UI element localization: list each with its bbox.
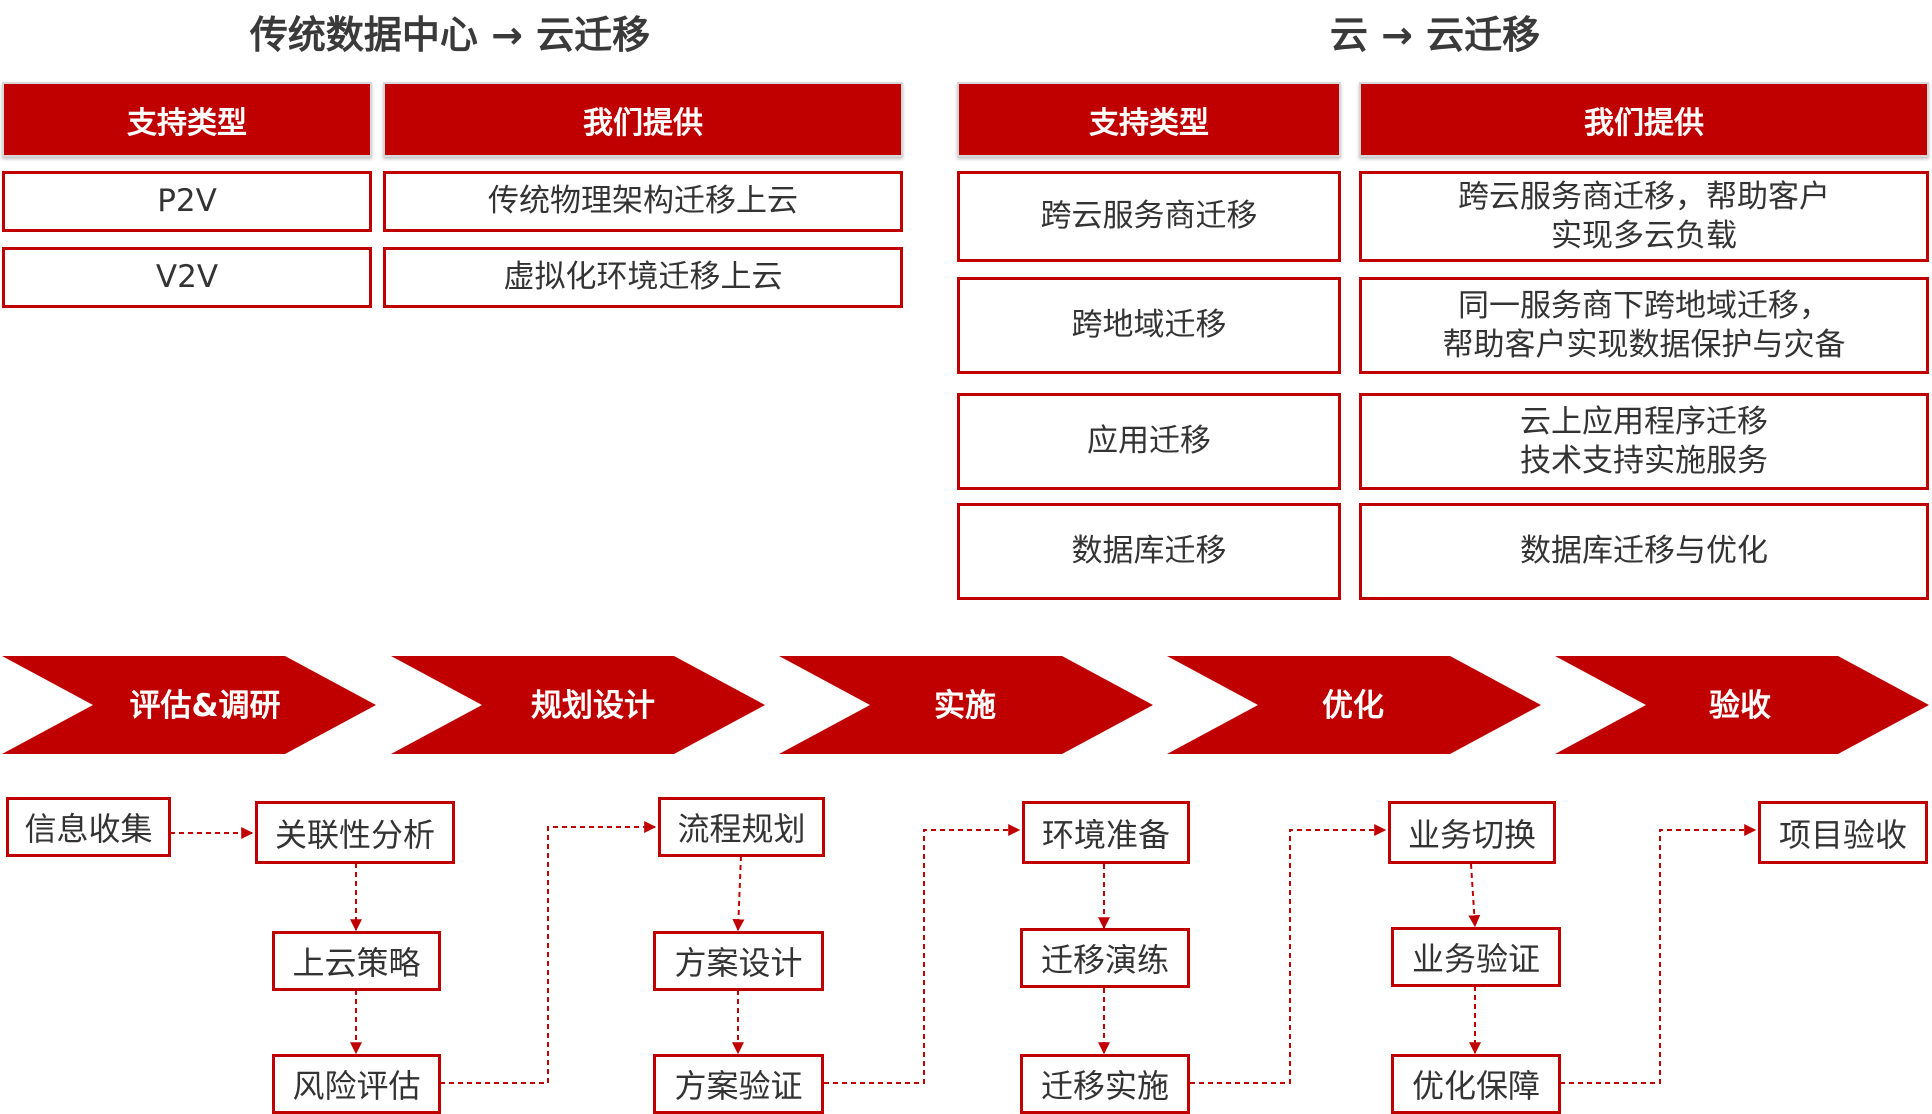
step-biz-switch: 业务切换 <box>1388 801 1556 864</box>
right-provide-line: 同一服务商下跨地域迁移， <box>1458 287 1830 324</box>
stage-implement: 实施 <box>779 656 1153 754</box>
step-risk-assess: 风险评估 <box>272 1054 441 1114</box>
right-type-cross-region: 跨地域迁移 <box>957 277 1341 374</box>
stage-plan: 规划设计 <box>391 656 765 754</box>
left-type-p2v: P2V <box>2 171 372 232</box>
right-type-label: 数据库迁移 <box>1071 533 1227 570</box>
right-provide-line: 云上应用程序迁移 <box>1520 403 1768 440</box>
stage-accept: 验收 <box>1555 656 1929 754</box>
left-section-title: 传统数据中心 → 云迁移 <box>249 13 651 57</box>
right-provide-cross-region: 同一服务商下跨地域迁移， 帮助客户实现数据保护与灾备 <box>1359 277 1929 374</box>
left-provide-v2v: 虚拟化环境迁移上云 <box>383 247 903 308</box>
connector-arrow <box>440 821 657 1084</box>
right-provide-app: 云上应用程序迁移 技术支持实施服务 <box>1359 393 1929 490</box>
stage-label: 实施 <box>934 688 996 724</box>
left-provide-label: 虚拟化环境迁移上云 <box>503 259 783 296</box>
right-provide-line: 帮助客户实现数据保护与灾备 <box>1442 326 1846 363</box>
right-provide-line: 跨云服务商迁移，帮助客户 <box>1458 178 1830 215</box>
right-type-label: 跨云服务商迁移 <box>1040 198 1258 235</box>
right-type-db: 数据库迁移 <box>957 503 1341 600</box>
step-migration-exec: 迁移实施 <box>1020 1054 1190 1114</box>
step-solution-design: 方案设计 <box>653 931 824 991</box>
right-provide-line: 数据库迁移与优化 <box>1520 533 1768 570</box>
left-type-label: V2V <box>155 259 219 296</box>
left-type-label: P2V <box>157 183 217 220</box>
stage-label: 规划设计 <box>531 688 655 724</box>
connector-arrow <box>824 824 1021 1084</box>
right-type-label: 应用迁移 <box>1087 423 1211 460</box>
step-optimize-guarantee: 优化保障 <box>1391 1054 1561 1114</box>
step-project-accept: 项目验收 <box>1758 801 1928 864</box>
stage-label: 优化 <box>1322 688 1384 724</box>
right-provide-line: 技术支持实施服务 <box>1520 442 1768 479</box>
right-provide-cross-cloud: 跨云服务商迁移，帮助客户 实现多云负载 <box>1359 171 1929 262</box>
right-type-cross-cloud: 跨云服务商迁移 <box>957 171 1341 262</box>
right-type-app: 应用迁移 <box>957 393 1341 490</box>
step-env-prepare: 环境准备 <box>1022 801 1190 864</box>
stage-label: 评估&调研 <box>129 688 280 724</box>
connector-arrow <box>1468 863 1481 928</box>
stage-label: 验收 <box>1709 688 1771 724</box>
step-solution-verify: 方案验证 <box>653 1054 824 1114</box>
right-provide-line: 实现多云负载 <box>1551 217 1737 254</box>
connector-arrow <box>732 855 745 932</box>
step-biz-verify: 业务验证 <box>1391 927 1561 987</box>
stage-evaluate: 评估&调研 <box>2 656 376 754</box>
step-process-plan: 流程规划 <box>658 797 825 857</box>
right-provide-db: 数据库迁移与优化 <box>1359 503 1929 600</box>
right-header-type: 支持类型 <box>957 82 1341 157</box>
left-type-v2v: V2V <box>2 247 372 308</box>
stage-optimize: 优化 <box>1167 656 1541 754</box>
connector-arrow <box>1190 824 1387 1084</box>
right-header-provide: 我们提供 <box>1359 82 1929 157</box>
right-section-title: 云 → 云迁移 <box>1329 13 1541 57</box>
left-header-provide: 我们提供 <box>383 82 903 157</box>
step-info-collect: 信息收集 <box>6 797 171 857</box>
left-provide-p2v: 传统物理架构迁移上云 <box>383 171 903 232</box>
step-cloud-strategy: 上云策略 <box>272 931 441 991</box>
left-provide-label: 传统物理架构迁移上云 <box>488 183 798 220</box>
left-header-type: 支持类型 <box>2 82 372 157</box>
right-type-label: 跨地域迁移 <box>1071 307 1227 344</box>
connector-arrow <box>1560 824 1757 1084</box>
step-migration-drill: 迁移演练 <box>1020 928 1190 988</box>
step-relation-analysis: 关联性分析 <box>255 801 455 864</box>
